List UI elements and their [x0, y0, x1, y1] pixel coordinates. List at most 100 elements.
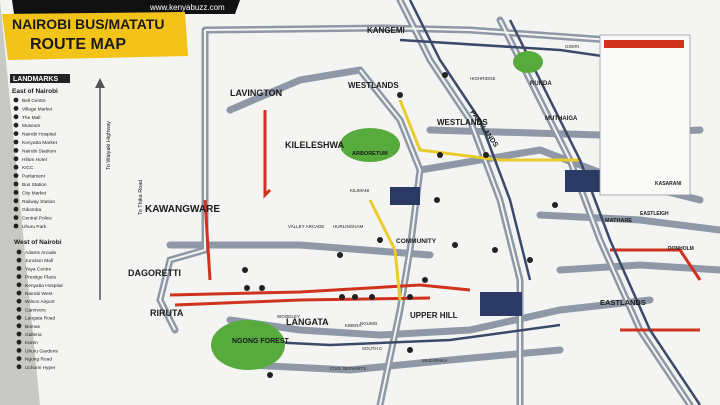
- legend-bullet: [13, 215, 19, 221]
- route-red-2: [169, 283, 471, 297]
- legend-bullet: [16, 249, 22, 255]
- legend-bullet: [16, 274, 22, 279]
- label-eastlands: EASTLANDS: [600, 298, 646, 307]
- legend-bullet: [16, 348, 22, 353]
- arrow-head: [95, 78, 105, 88]
- legend-item: Village Market: [22, 106, 53, 112]
- legend-bullet: [13, 156, 19, 162]
- title-banner: [2, 12, 188, 60]
- label-civil-servants: CIVIL SERVANTS: [330, 366, 366, 371]
- header-url: www.kenyabuzz.com: [149, 3, 225, 12]
- legend-bullet: [16, 331, 22, 337]
- legend-bullet: [13, 106, 19, 111]
- legend-item: Galleria: [25, 332, 42, 338]
- legend-item: Ngong Road: [25, 357, 52, 363]
- legend-item: City Market: [22, 190, 47, 196]
- ngong-forest-park: [211, 320, 285, 370]
- legend-bullet: [13, 206, 19, 212]
- legend-bullet: [13, 223, 19, 229]
- station-block: [565, 170, 600, 192]
- legend-item: Bus Station: [22, 182, 47, 188]
- junction-block: [390, 187, 420, 205]
- label-dagoretti: DAGORETTI: [128, 268, 181, 278]
- runda-park: [513, 51, 543, 73]
- route-red-4: [203, 199, 212, 281]
- legend-bullet: [13, 122, 19, 128]
- legend-bullet: [16, 298, 22, 304]
- legend-item: Nairobi Hospital: [22, 132, 56, 138]
- label-kawangware: KAWANGWARE: [145, 204, 220, 215]
- label-ngong-forest: NGONG FOREST: [232, 338, 290, 345]
- label-runda: RUNDA: [530, 81, 552, 87]
- arboretum-park: [340, 128, 400, 162]
- legend-bullet: [16, 290, 22, 296]
- legend-bullet: [16, 323, 22, 329]
- side-key-header: [604, 40, 684, 48]
- label-kangemi: KANGEMI: [367, 26, 405, 35]
- legend-bullet: [16, 282, 22, 288]
- legend-item: Nairobi West: [25, 291, 53, 297]
- legend-west-title: West of Nairobi: [14, 239, 62, 246]
- legend-bullet: [13, 131, 19, 137]
- label-lavington: LAVINGTON: [230, 88, 282, 98]
- route-red-1: [263, 110, 272, 199]
- route-yellow-1: [398, 99, 580, 162]
- label-ngumo: NGUMO: [360, 321, 378, 326]
- legend-bullet: [16, 307, 22, 312]
- label-donholm: DONHOLM: [668, 246, 694, 252]
- legend-item: Carnivore: [25, 307, 46, 313]
- legend-item: The Mall: [22, 115, 40, 121]
- legend-item: Adams Arcade: [25, 250, 57, 256]
- poster-shadow: [0, 0, 40, 405]
- label-langata: LANGATA: [286, 317, 329, 327]
- legend-item: Yaya Centre: [25, 266, 52, 272]
- legend-item: Uchumi Hyper: [25, 365, 56, 371]
- legend-bullet: [16, 364, 22, 370]
- road-mid: [166, 241, 434, 259]
- road-langata: [246, 346, 564, 374]
- legend-bullet: [13, 164, 19, 170]
- road-jogoo: [536, 211, 720, 234]
- label-kileleshwa: KILELESHWA: [285, 140, 345, 150]
- legend-item: Junction Mall: [25, 258, 53, 264]
- thika-label: To Thika Road: [138, 180, 144, 215]
- legend-item: Parliament: [22, 174, 46, 180]
- label-kibera: KIBERA: [345, 323, 362, 328]
- label-kilimani: KILIMANI: [350, 188, 369, 193]
- legend-item: Kenyatta Hospital: [25, 283, 63, 289]
- label-muthaiga: MUTHAIGA: [545, 116, 578, 122]
- legend-heading: LANDMARKS: [13, 76, 58, 83]
- legend-item: Central Police: [22, 216, 52, 222]
- legend-bullet: [13, 114, 19, 120]
- label-riruta: RIRUTA: [150, 308, 184, 318]
- legend-item: Uhuru Park: [22, 224, 47, 230]
- legend-item: Wilson Airport: [25, 299, 55, 305]
- legend-item: Bomas: [25, 324, 41, 330]
- label-gigiri: GIGIRI: [565, 44, 579, 49]
- title-line1: NAIROBI BUS/MATATU: [12, 16, 164, 32]
- road-south: [226, 296, 654, 339]
- route-yellow-2: [368, 199, 402, 301]
- label-kasarani: KASARANI: [655, 181, 682, 187]
- legend-bullet: [13, 173, 19, 179]
- legend-east-title: East of Nairobi: [12, 88, 58, 95]
- legend-bullet: [13, 190, 19, 195]
- label-westlands-2: WESTLANDS: [437, 118, 488, 127]
- label-valley-arcade: VALLEY ARCADE: [288, 224, 324, 229]
- road-lavington: [226, 66, 364, 114]
- label-woodley: WOODLEY: [277, 314, 300, 319]
- legend-item: Langata Road: [25, 316, 55, 322]
- side-key-panel: [599, 34, 691, 196]
- legend-item: Kenyatta Market: [22, 140, 58, 146]
- label-madaraka: MADARAKA: [422, 358, 447, 363]
- legend-bullet: [16, 315, 22, 320]
- legend-item: Prestige Plaza: [25, 275, 56, 281]
- legend-bullet: [16, 356, 22, 361]
- legend-bullet: [13, 97, 19, 103]
- label-mathare: MATHARE: [605, 218, 632, 224]
- legend-bullet: [13, 148, 19, 153]
